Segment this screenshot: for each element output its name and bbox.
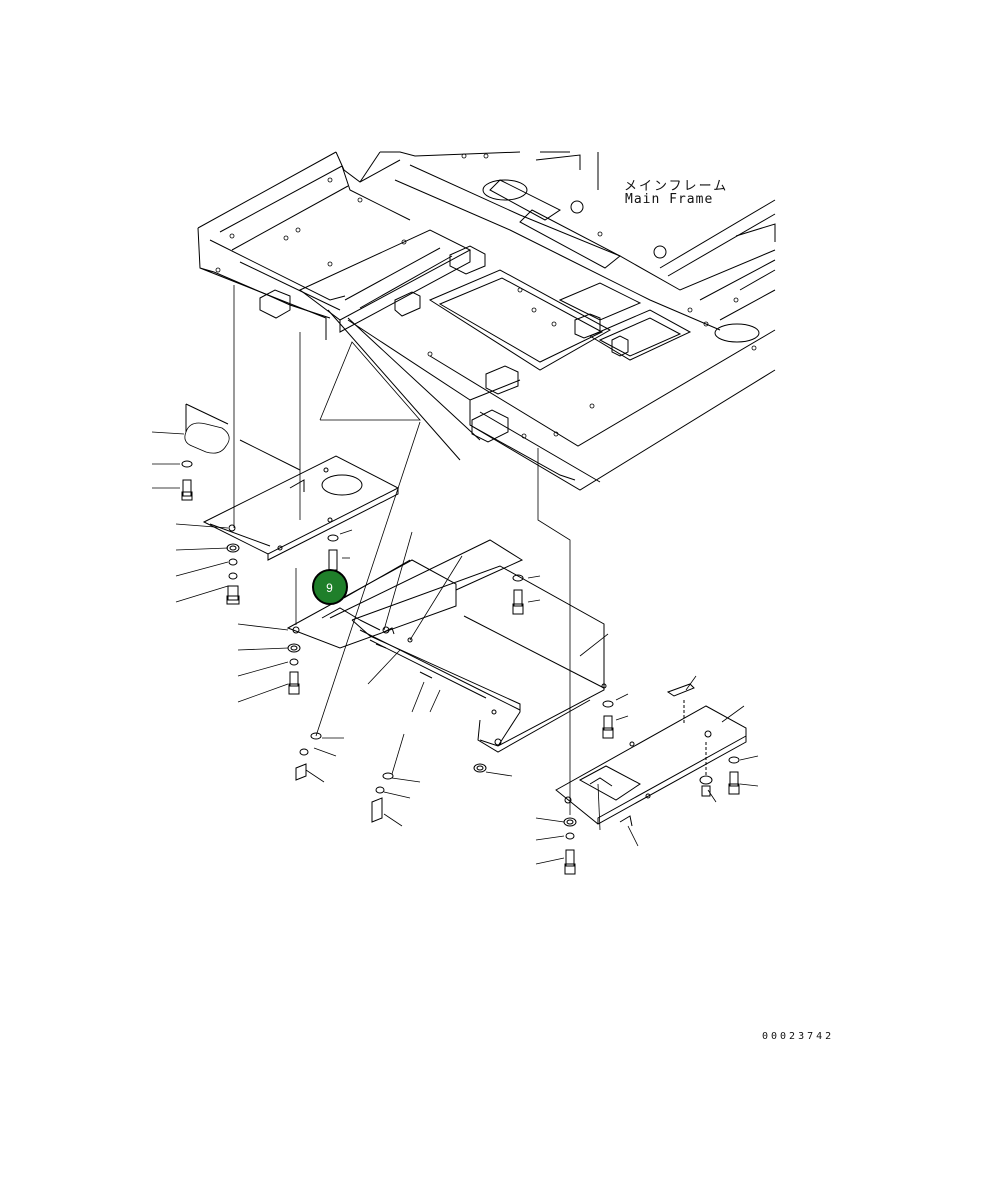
main-frame-label-en: Main Frame <box>625 192 714 207</box>
main-frame-label-jp: メインフレーム <box>624 179 729 194</box>
part-callout-9[interactable]: 9 <box>312 569 348 605</box>
part-callout-number: 9 <box>326 581 333 595</box>
figure-number: 00023742 <box>762 1031 835 1042</box>
assembly-lines <box>233 285 571 815</box>
right-cover-assembly <box>555 683 747 875</box>
left-cover-assembly <box>181 403 400 605</box>
part-leader-lines <box>151 431 759 865</box>
main-frame <box>197 151 776 491</box>
